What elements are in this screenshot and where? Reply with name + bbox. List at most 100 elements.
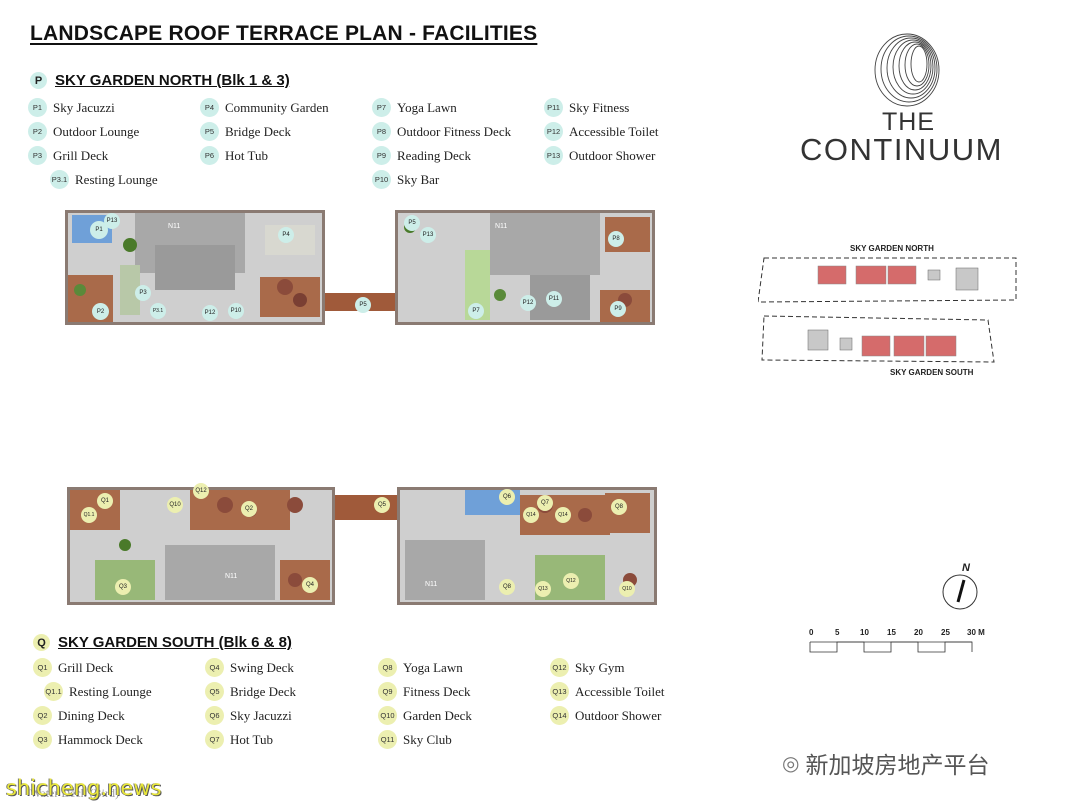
section-heading-north: P SKY GARDEN NORTH (Blk 1 & 3)	[30, 72, 290, 89]
compass-label: N	[962, 562, 970, 574]
legend-label: Bridge Deck	[225, 123, 292, 139]
plan-marker: Q12	[193, 483, 209, 499]
legend-code: Q3	[33, 730, 52, 749]
legend-label: Community Garden	[225, 99, 329, 115]
legend-code: P6	[200, 146, 219, 165]
legend-code: Q1	[33, 658, 52, 677]
scale-tick-label: 25	[941, 628, 950, 637]
legend-code: P12	[544, 122, 563, 141]
plan-marker: P2	[92, 303, 109, 320]
scale-tick-label: 20	[914, 628, 923, 637]
legend-code: P9	[372, 146, 391, 165]
scale-labels: 0 5 10 15 20 25 30 M	[805, 628, 985, 640]
keyplan-diagram	[757, 254, 1018, 378]
legend-item: Q1 Grill Deck	[33, 658, 113, 677]
plan-marker: P5	[404, 215, 420, 231]
legend-code: Q10	[378, 706, 397, 725]
legend-item: Q10 Garden Deck	[378, 706, 472, 725]
section-code-badge: P	[30, 72, 47, 89]
legend-label: Outdoor Shower	[575, 707, 662, 723]
plan-marker: P13	[104, 213, 120, 229]
legend-label: Yoga Lawn	[397, 99, 457, 115]
plan-marker: P8	[608, 231, 624, 247]
plan-marker: P1	[90, 221, 108, 239]
scale-tick-label: 10	[860, 628, 869, 637]
section-heading-text: SKY GARDEN SOUTH (Blk 6 & 8)	[58, 634, 292, 651]
legend-label: Grill Deck	[58, 659, 114, 675]
plan-marker: Q8	[611, 499, 627, 515]
north-compass: N	[940, 562, 984, 616]
legend-label: Outdoor Shower	[569, 147, 656, 163]
wechat-icon: ◎	[782, 751, 800, 775]
legend-code: P5	[200, 122, 219, 141]
core-label: N11	[225, 573, 238, 580]
section-heading-south: Q SKY GARDEN SOUTH (Blk 6 & 8)	[33, 634, 292, 651]
plan-marker: P4	[278, 227, 294, 243]
plan-marker: Q1.1	[81, 507, 97, 523]
section-code-badge: Q	[33, 634, 50, 651]
legend-item: Q7 Hot Tub	[205, 730, 273, 749]
legend-label: Hammock Deck	[58, 731, 143, 747]
continuum-logo-icon	[874, 33, 940, 107]
core-label: N11	[168, 223, 181, 230]
brand-logo	[872, 30, 942, 114]
legend-code: P4	[200, 98, 219, 117]
legend-code: P11	[544, 98, 563, 117]
legend-item: P4 Community Garden	[200, 98, 329, 117]
legend-code: P3	[28, 146, 47, 165]
plan-marker: Q12	[563, 573, 579, 589]
plan-marker: P12	[202, 305, 218, 321]
legend-label: Sky Jacuzzi	[53, 99, 115, 115]
plan-marker: P7	[468, 303, 484, 319]
legend-code: Q7	[205, 730, 224, 749]
plan-marker: P12	[520, 295, 536, 311]
plan-marker: P10	[228, 303, 244, 319]
legend-label: Accessible Toilet	[569, 123, 659, 139]
plan-marker: Q14	[523, 507, 539, 523]
legend-code: Q11	[378, 730, 397, 749]
legend-code: Q1.1	[44, 682, 63, 701]
scale-tick-label: 15	[887, 628, 896, 637]
keyplan-north-label: SKY GARDEN NORTH	[850, 244, 934, 253]
plan-marker: Q10	[619, 581, 635, 597]
plan-marker: P9	[610, 301, 626, 317]
watermark-left: shicheng.news	[6, 776, 162, 800]
sky-garden-south-plan: N11 N11 Q1 Q1.1 Q10 Q12 Q2 Q3 Q4 Q5 Q6 Q…	[65, 483, 660, 610]
legend-code: Q6	[205, 706, 224, 725]
scale-tick-label: 5	[835, 628, 840, 637]
legend-label: Hot Tub	[225, 147, 268, 163]
legend-label: Garden Deck	[403, 707, 472, 723]
scale-tick-label: 30 M	[967, 628, 985, 637]
plan-marker: Q1	[97, 493, 113, 509]
legend-label: Sky Fitness	[569, 99, 630, 115]
legend-label: Hot Tub	[230, 731, 273, 747]
legend-code: P7	[372, 98, 391, 117]
plan-marker: P3	[135, 285, 151, 301]
plan-marker: P13	[420, 227, 436, 243]
legend-code: Q2	[33, 706, 52, 725]
scale-tick-label: 0	[809, 628, 814, 637]
plan-marker: Q3	[115, 579, 131, 595]
south-block-left	[67, 487, 335, 605]
legend-item: Q11 Sky Club	[378, 730, 452, 749]
brand-line1: THE	[882, 108, 935, 136]
legend-label: Sky Club	[403, 731, 452, 747]
legend-label: Sky Jacuzzi	[230, 707, 292, 723]
legend-label: Accessible Toilet	[575, 683, 665, 699]
plan-marker: Q13	[535, 581, 551, 597]
legend-code: Q4	[205, 658, 224, 677]
plan-marker: Q2	[241, 501, 257, 517]
